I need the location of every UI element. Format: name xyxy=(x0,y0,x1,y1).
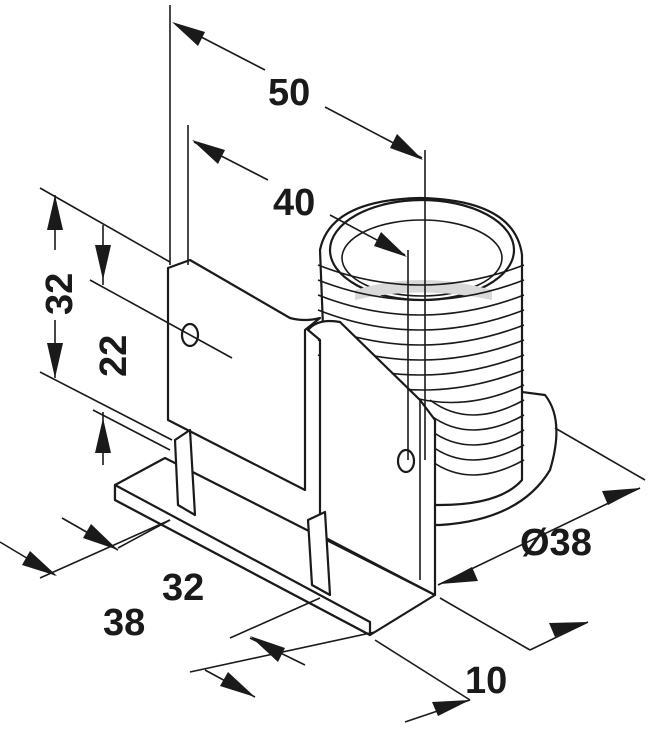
dim-thread-diameter: Ø38 xyxy=(437,427,646,651)
mounting-bracket xyxy=(113,258,437,637)
dim-slot-height: 22 xyxy=(89,225,233,465)
dim-total-height: 32 xyxy=(39,187,173,441)
dim-bracket-depth: 40 xyxy=(187,125,409,460)
mounting-hole xyxy=(396,448,416,474)
dim-flange-thickness: 10 xyxy=(189,597,589,723)
dim-label-38: 38 xyxy=(103,602,145,644)
thread-lines xyxy=(317,264,525,476)
dim-overall-depth: 50 xyxy=(169,5,426,460)
dim-label-40: 40 xyxy=(273,182,315,224)
dim-base-outer: 38 xyxy=(0,519,171,644)
dim-label-10: 10 xyxy=(465,660,507,702)
dim-label-22: 22 xyxy=(93,335,135,377)
dim-label-32-vertical: 32 xyxy=(39,273,81,315)
dim-label-diameter-38: Ø38 xyxy=(520,522,592,564)
dim-base-inner: 32 xyxy=(61,517,204,609)
dim-label-50: 50 xyxy=(268,72,310,114)
dim-label-32-base: 32 xyxy=(162,567,204,609)
